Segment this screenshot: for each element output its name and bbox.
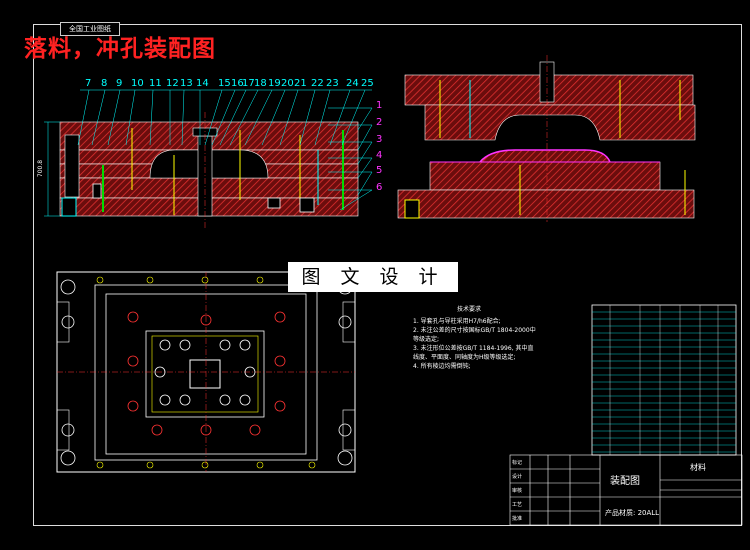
technical-notes-heading: 技术要求 [457,306,482,313]
title-block [509,454,743,526]
balloon-number: 13 [180,78,193,89]
note-line: 等级选定; [413,336,440,343]
balloon-number: 14 [196,78,209,89]
note-line: 线度、平面度、同轴度为H级等级选定; [413,354,516,361]
technical-notes: 技术要求 1. 导套孔与导柱采用H7/h6配合; 2. 未注公差的尺寸按国标GB… [413,305,563,371]
top-tag: 全国工业图纸 [60,22,120,36]
balloon-number: 5 [376,165,383,176]
watermark: 图 文 设 计 [288,262,458,292]
balloon-number: 22 [311,78,324,89]
balloon-number: 21 [294,78,307,89]
title-block-row-label: 审核 [512,488,523,494]
balloon-number: 6 [376,182,383,193]
product-material: 产品材质: 20ALL [605,509,660,517]
balloon-number: 9 [116,78,123,89]
drawing-name: 装配图 [610,476,640,487]
balloon-number: 18 [254,78,267,89]
drawing-title: 落料，冲孔装配图 [24,35,216,62]
balloon-number: 3 [376,134,383,145]
balloon-number: 17 [242,78,255,89]
balloon-number: 25 [361,78,374,89]
balloon-number: 4 [376,150,383,161]
balloon-number: 12 [166,78,179,89]
title-block-row-label: 批准 [512,516,523,522]
drawing-frame [33,24,742,526]
note-line: 4. 所有棱边均需倒钝; [413,363,471,370]
balloon-number: 7 [85,78,92,89]
balloon-number: 10 [131,78,144,89]
side-section-view [397,55,696,222]
title-block-row-label: 工艺 [512,502,523,508]
balloon-number: 19 [268,78,281,89]
balloon-number: 8 [101,78,108,89]
balloon-number: 20 [281,78,294,89]
balloon-number: 23 [326,78,339,89]
plan-view [56,271,356,473]
title-block-row-label: 标记 [512,460,523,466]
dimension-label: 700.8 [37,159,45,178]
parts-list-table [591,304,737,456]
balloon-number: 2 [376,117,383,128]
balloon-number: 16 [231,78,244,89]
balloon-number: 24 [346,78,359,89]
balloon-number: 11 [149,78,162,89]
material-label: 材料 [690,463,706,472]
balloon-number: 15 [218,78,231,89]
note-line: 3. 未注形位公差按GB/T 1184-1996, 其中直 [413,345,534,352]
note-line: 1. 导套孔与导柱采用H7/h6配合; [413,318,501,325]
front-section-view [44,89,373,230]
note-line: 2. 未注公差的尺寸按国标GB/T 1804-2000中 [413,327,536,334]
title-block-row-label: 设计 [512,474,523,480]
balloon-number: 1 [376,100,383,111]
